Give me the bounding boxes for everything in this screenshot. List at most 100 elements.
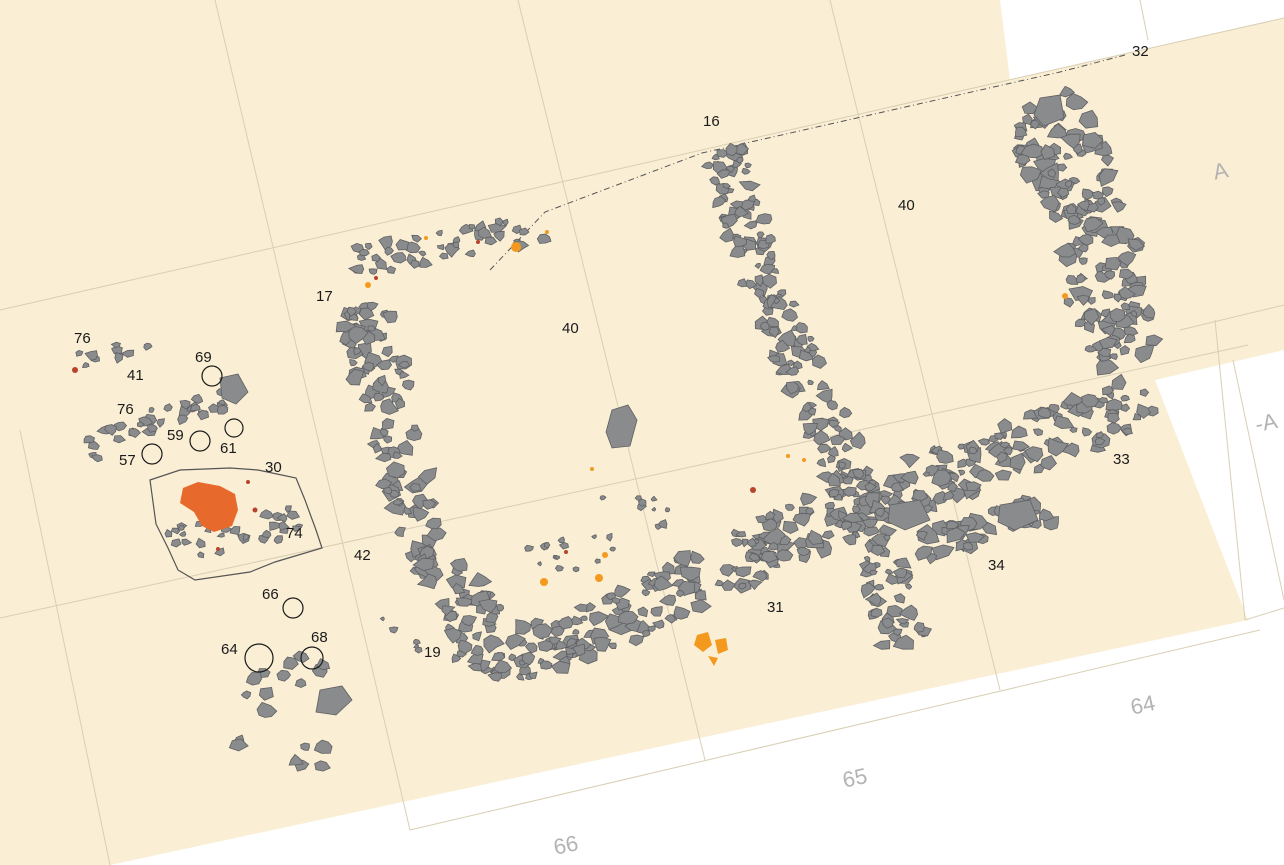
stone [957, 469, 966, 476]
stone [371, 253, 381, 262]
stone [650, 495, 658, 502]
stone [744, 279, 758, 290]
stone [735, 531, 747, 538]
stone [515, 619, 532, 635]
stone [829, 434, 846, 445]
stone [451, 653, 462, 664]
stone [816, 457, 827, 468]
stone [412, 506, 430, 522]
stone [1047, 168, 1057, 179]
stone [374, 452, 392, 463]
stone [276, 669, 291, 682]
feature-label: 42 [354, 547, 371, 564]
stone [300, 742, 310, 751]
stone [82, 362, 90, 369]
stone [734, 205, 749, 217]
stone [1097, 347, 1112, 357]
stone [1039, 194, 1060, 213]
stone [464, 249, 476, 258]
stone [1076, 200, 1090, 212]
stone [410, 424, 420, 432]
stone [890, 482, 904, 492]
stone [572, 566, 580, 573]
stone [694, 590, 707, 601]
stone [441, 605, 456, 616]
stone [798, 349, 815, 362]
stone [617, 610, 639, 625]
stone [216, 532, 225, 538]
grid-labels: 66 65 64 A -A [551, 157, 1280, 860]
stone [650, 606, 663, 617]
stone [550, 625, 565, 637]
stone [358, 393, 373, 404]
stone [401, 379, 415, 391]
stone [1003, 447, 1013, 456]
stone [358, 248, 370, 257]
feature-label: 68 [311, 629, 328, 646]
stone [807, 529, 824, 545]
feature-label: 16 [703, 113, 720, 130]
stone [412, 557, 435, 572]
stone [962, 541, 973, 551]
stone [242, 533, 250, 542]
stone [994, 469, 1013, 481]
stone [228, 738, 249, 752]
stone [913, 621, 925, 633]
stone [737, 278, 748, 288]
stone [637, 606, 649, 618]
stone [379, 616, 385, 622]
stone [390, 252, 406, 264]
stone [936, 449, 954, 464]
stone [775, 339, 791, 353]
stone [557, 536, 566, 544]
stone [1015, 126, 1028, 138]
stone [376, 359, 393, 371]
stone [782, 520, 799, 535]
stone [1033, 463, 1045, 474]
grid-label: 65 [840, 763, 869, 793]
grid-label: A [1211, 157, 1231, 185]
stone [516, 672, 525, 681]
stone [1022, 113, 1033, 126]
stone [785, 503, 795, 511]
stone [781, 308, 798, 322]
stone [659, 594, 677, 606]
stone [817, 443, 832, 454]
stone [395, 239, 409, 251]
stone [397, 361, 411, 369]
stone [288, 753, 304, 766]
stone [756, 231, 765, 239]
stone [120, 349, 135, 358]
stone [673, 606, 691, 620]
stone [163, 403, 173, 412]
stone [1120, 403, 1131, 412]
stone [841, 512, 864, 523]
stone [884, 568, 894, 575]
stone [292, 525, 303, 532]
feature-label: 57 [119, 452, 136, 469]
stone [773, 297, 781, 305]
stone [893, 593, 906, 604]
stone [1019, 166, 1042, 184]
stone [502, 218, 509, 226]
stone [743, 220, 759, 230]
stone [1111, 201, 1127, 213]
stone [335, 320, 357, 333]
stone [148, 407, 155, 413]
stone [496, 603, 505, 612]
stone [1060, 133, 1081, 150]
stone [801, 401, 812, 413]
postholes [141, 365, 324, 673]
stone [539, 660, 553, 670]
stone [931, 544, 955, 561]
stone [346, 306, 358, 317]
stone [179, 399, 191, 410]
stone [436, 243, 445, 251]
stone [278, 520, 290, 531]
stone [197, 551, 205, 559]
stone [1078, 257, 1088, 265]
stone [802, 423, 819, 436]
stone [345, 368, 365, 386]
stone [491, 652, 506, 662]
